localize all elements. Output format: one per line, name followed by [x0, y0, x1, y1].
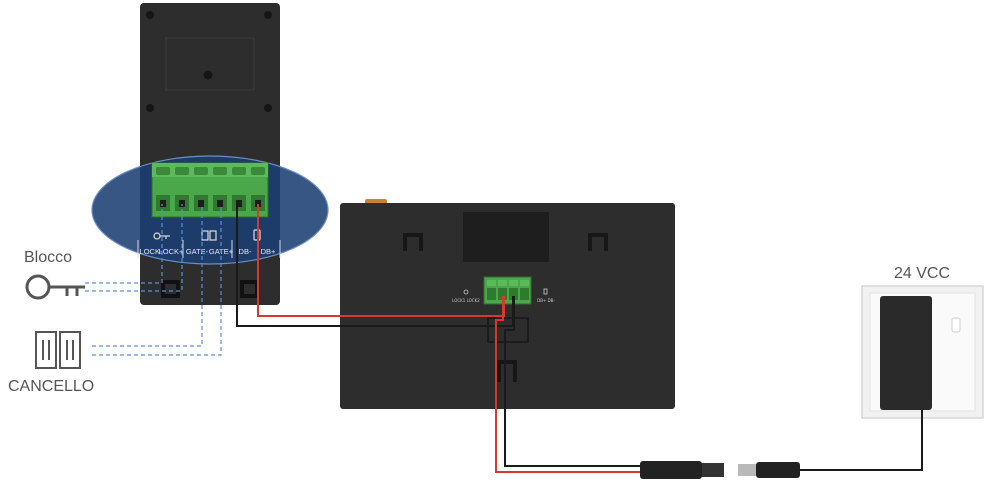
key-tiny-icon	[463, 289, 469, 295]
wires	[236, 204, 640, 473]
terminal-label-db-plus: DB+	[261, 247, 276, 256]
monitor-terminal-label-left: LOCK1 LOCK2	[452, 298, 480, 303]
doorbell-tiny-icon	[543, 288, 548, 295]
terminal-label-lock-minus: LOCK-	[140, 247, 163, 256]
key-icon	[25, 274, 85, 300]
terminal-label-db-minus: DB-	[239, 247, 252, 256]
gate-device: CANCELLO	[8, 331, 94, 395]
dashed-wires	[85, 204, 222, 356]
monitor-terminal-label-right: DB+ DB-	[537, 298, 555, 303]
power-title: 24 VCC	[894, 265, 950, 282]
lock-title: Blocco	[24, 249, 72, 266]
key-small-icon	[153, 232, 170, 240]
terminal-label-gate-minus: GATE-	[186, 247, 209, 256]
outdoor-terminal-block	[151, 162, 269, 218]
gate-title: CANCELLO	[8, 378, 94, 395]
lock-device: Blocco	[24, 249, 85, 300]
power-adapter-icon	[880, 296, 961, 410]
power-adapter: 24 VCC	[800, 265, 984, 471]
indoor-monitor: LOCK1 LOCK2 DB+ DB-	[340, 199, 675, 409]
terminal-label-lock-plus: LOCK+	[159, 247, 184, 256]
dc-connectors	[640, 461, 800, 479]
gate-icon	[35, 331, 81, 369]
